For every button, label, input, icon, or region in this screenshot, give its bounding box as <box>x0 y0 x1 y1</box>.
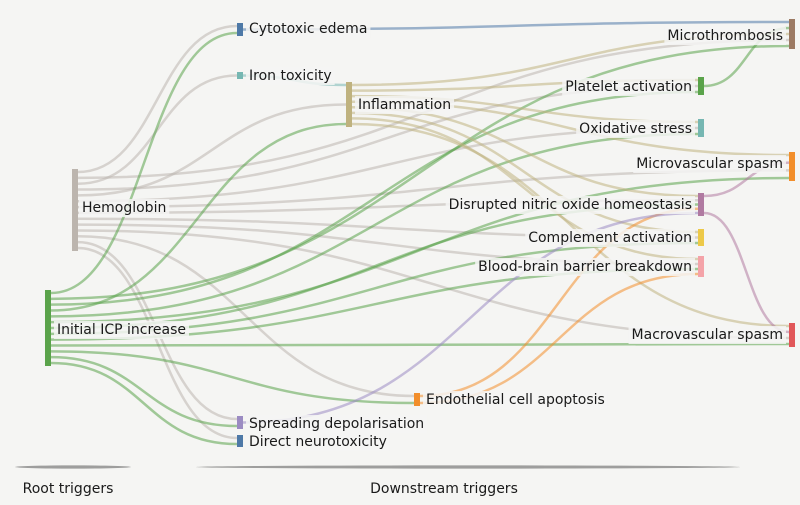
node-label-icp: Initial ICP increase <box>57 322 186 338</box>
node-label-bg-complement <box>525 229 695 247</box>
node-label-bg-neurotox <box>246 433 390 451</box>
node-complement <box>698 229 704 246</box>
node-inflammation <box>346 82 352 127</box>
node-label-inflammation: Inflammation <box>358 97 451 113</box>
link-inflammation-to-bbb <box>350 117 700 261</box>
node-label-bg-endothelial <box>423 391 608 409</box>
root-triggers-label: Root triggers <box>23 481 114 497</box>
node-iron <box>237 72 243 79</box>
node-label-bg-icp <box>54 321 189 339</box>
node-label-macrospasm: Macrovascular spasm <box>632 327 783 343</box>
node-label-neurotox: Direct neurotoxicity <box>249 434 387 450</box>
node-nitric <box>698 193 704 216</box>
node-label-bbb: Blood-brain barrier breakdown <box>478 259 692 275</box>
link-nitric-to-macrospasm <box>702 211 791 334</box>
link-icp-to-inflammation <box>49 122 348 312</box>
link-icp-to-spreading <box>49 355 239 428</box>
node-label-bg-cytotoxic <box>246 20 371 38</box>
link-spreading-to-nitric <box>241 211 700 424</box>
node-label-complement: Complement activation <box>528 230 692 246</box>
node-label-bg-nitric <box>445 196 695 214</box>
link-inflammation-to-macrospasm <box>350 122 791 328</box>
node-bbb <box>698 256 704 277</box>
node-label-spreading: Spreading depolarisation <box>249 416 424 432</box>
node-label-cytotoxic: Cytotoxic edema <box>249 21 367 37</box>
downstream-divider <box>196 465 740 469</box>
node-label-bg-iron <box>246 67 335 85</box>
downstream-triggers-label: Downstream triggers <box>370 481 518 497</box>
link-endothelial-to-nitric <box>418 207 700 398</box>
node-label-microspasm: Microvascular spasm <box>636 156 783 172</box>
node-cytotoxic <box>237 23 243 36</box>
link-hemoglobin-to-neurotox <box>76 246 239 440</box>
nodes-layer <box>45 19 795 447</box>
link-icp-to-microthrombosis <box>49 44 791 301</box>
link-hemoglobin-to-endothelial <box>76 235 416 398</box>
node-label-bg-microthrombosis <box>664 27 786 45</box>
link-icp-to-oxidative <box>49 132 700 318</box>
node-label-bg-microspasm <box>633 155 786 173</box>
node-neurotox <box>237 435 243 447</box>
link-icp-to-macrospasm <box>49 342 791 347</box>
link-icp-to-neurotox <box>49 361 239 446</box>
link-icp-to-platelet <box>49 90 700 306</box>
node-platelet <box>698 77 704 95</box>
node-oxidative <box>698 119 704 137</box>
node-label-bg-hemoglobin <box>79 199 170 217</box>
node-hemoglobin <box>72 169 78 251</box>
node-label-nitric: Disrupted nitric oxide homeostasis <box>449 197 692 213</box>
node-macrospasm <box>789 323 795 347</box>
node-label-hemoglobin: Hemoglobin <box>82 200 166 216</box>
link-icp-to-endothelial <box>49 350 416 405</box>
node-icp <box>45 290 51 366</box>
link-hemoglobin-to-inflammation <box>76 103 348 197</box>
link-inflammation-to-complement <box>350 111 700 234</box>
node-label-iron: Iron toxicity <box>249 68 332 84</box>
node-label-endothelial: Endothelial cell apoptosis <box>426 392 605 408</box>
node-label-bg-macrospasm <box>628 326 786 344</box>
node-label-bg-spreading <box>246 415 428 433</box>
footer: Root triggers Downstream triggers <box>15 465 740 497</box>
node-label-microthrombosis: Microthrombosis <box>667 28 783 44</box>
node-microspasm <box>789 152 795 181</box>
node-label-platelet: Platelet activation <box>565 79 692 95</box>
node-endothelial <box>414 393 420 406</box>
node-label-bg-inflammation <box>355 96 455 114</box>
node-label-oxidative: Oxidative stress <box>579 121 692 137</box>
node-label-bg-bbb <box>475 258 695 276</box>
node-label-bg-oxidative <box>576 120 695 138</box>
node-microthrombosis <box>789 19 795 49</box>
link-icp-to-cytotoxic <box>49 31 239 295</box>
link-hemoglobin-to-cytotoxic <box>76 24 239 174</box>
node-spreading <box>237 416 243 429</box>
node-label-bg-platelet <box>562 78 695 96</box>
root-divider <box>15 465 131 469</box>
